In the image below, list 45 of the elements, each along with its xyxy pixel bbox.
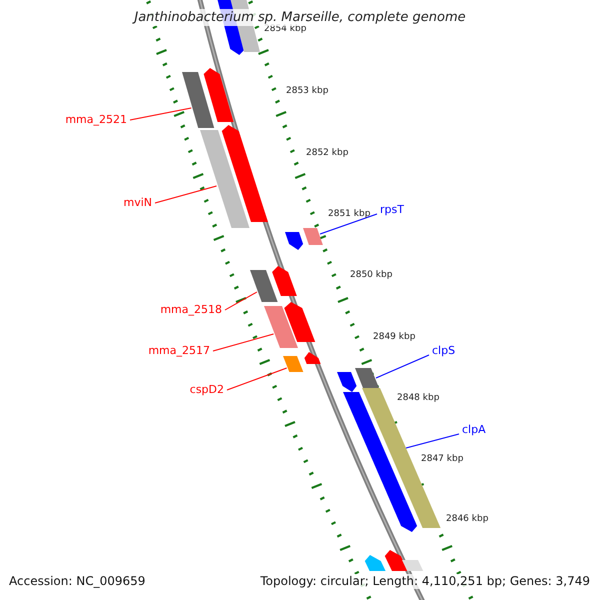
gene-label: mma_2521: [65, 113, 127, 127]
gene-label: mma_2517: [148, 344, 210, 358]
leader-line: [224, 292, 258, 310]
leader-line: [376, 354, 430, 378]
footer-text: Accession: NC_009659: [9, 574, 146, 589]
gene-feature: [283, 356, 304, 372]
gene-feature: [384, 550, 408, 571]
tick-label: 2851 kbp: [328, 209, 370, 220]
tick-label: 2848 kbp: [397, 393, 440, 404]
gene-feature: [272, 266, 297, 296]
gene-label: mma_2518: [160, 303, 222, 317]
gene-feature: [284, 302, 316, 342]
leader-line: [406, 434, 460, 448]
gene-feature: [343, 392, 418, 532]
gene-feature: [304, 352, 321, 364]
leader-line: [226, 368, 288, 390]
gene-feature: [182, 72, 214, 128]
gene-feature: [337, 372, 357, 392]
leader-line: [130, 108, 192, 120]
tick-label: 2852 kbp: [306, 148, 348, 159]
gene-label: clpA: [462, 423, 486, 437]
leader-line: [320, 214, 378, 234]
gene-feature: [204, 68, 234, 122]
gene-feature: [402, 560, 424, 571]
tick-label: 2854 kbp: [264, 24, 306, 35]
tick-label: 2853 kbp: [286, 86, 328, 97]
tick-label: 2847 kbp: [421, 454, 464, 465]
leader-line: [212, 334, 274, 352]
leader-line: [154, 186, 218, 204]
gene-feature: [200, 130, 250, 228]
gene-feature: [222, 125, 268, 222]
gene-feature: [264, 306, 298, 348]
gene-feature: [250, 270, 278, 302]
gene-label: rpsT: [380, 203, 404, 217]
gene-label: cspD2: [190, 383, 224, 397]
footer-text: Topology: circular; Length: 4,110,251 bp; Genes: 3,749: [260, 574, 590, 589]
gene-feature: [355, 368, 379, 388]
tick-label: 2850 kbp: [350, 270, 392, 281]
gene-feature: [285, 232, 304, 250]
gene-feature: [303, 228, 323, 245]
gene-feature: [364, 555, 386, 571]
tick-label: 2846 kbp: [446, 514, 488, 525]
gene-label: mviN: [123, 196, 152, 210]
tick-label: 2849 kbp: [373, 332, 416, 343]
gene-label: clpS: [432, 344, 456, 358]
